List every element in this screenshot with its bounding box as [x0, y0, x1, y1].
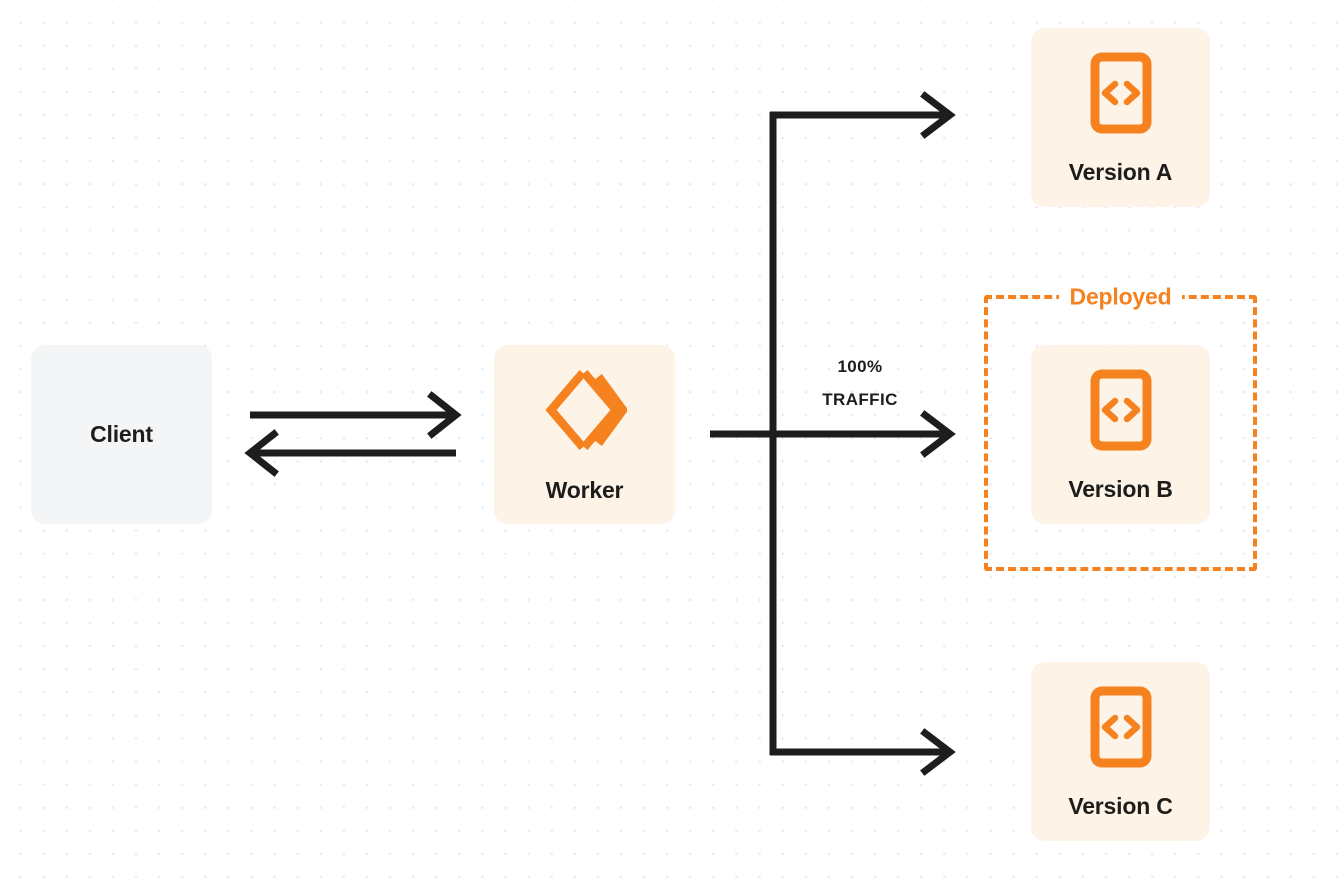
- group-deployed-label: Deployed: [1058, 285, 1183, 309]
- traffic-percent: 100%: [837, 357, 883, 376]
- edge-trunk-to-version-c-arrowhead: [920, 728, 956, 776]
- node-version-c-label: Version C: [1068, 792, 1173, 819]
- node-version-b-label: Version B: [1068, 475, 1173, 502]
- node-version-c[interactable]: Version C: [1031, 662, 1210, 841]
- traffic-annotation: 100% TRAFFIC: [786, 350, 934, 416]
- node-client-label: Client: [90, 421, 153, 447]
- node-version-a[interactable]: Version A: [1031, 28, 1210, 207]
- code-file-icon: [1090, 686, 1152, 773]
- group-deployed: Deployed: [984, 285, 1257, 571]
- node-worker-label: Worker: [545, 476, 624, 503]
- code-file-icon: [1090, 52, 1152, 139]
- node-client[interactable]: Client: [31, 345, 212, 524]
- edge-client-to-worker-arrowhead: [427, 391, 462, 439]
- node-version-b[interactable]: Version B: [1031, 345, 1210, 524]
- edge-worker-to-client-arrowhead: [244, 429, 279, 477]
- code-file-icon: [1090, 369, 1152, 456]
- node-worker[interactable]: Worker: [494, 345, 675, 524]
- node-version-a-label: Version A: [1068, 158, 1173, 185]
- traffic-caption: TRAFFIC: [822, 390, 898, 410]
- cloudflare-workers-logo-icon: [543, 368, 628, 457]
- edge-trunk-to-version-b-arrowhead: [920, 410, 956, 458]
- edge-trunk-to-version-a-arrowhead: [920, 91, 956, 139]
